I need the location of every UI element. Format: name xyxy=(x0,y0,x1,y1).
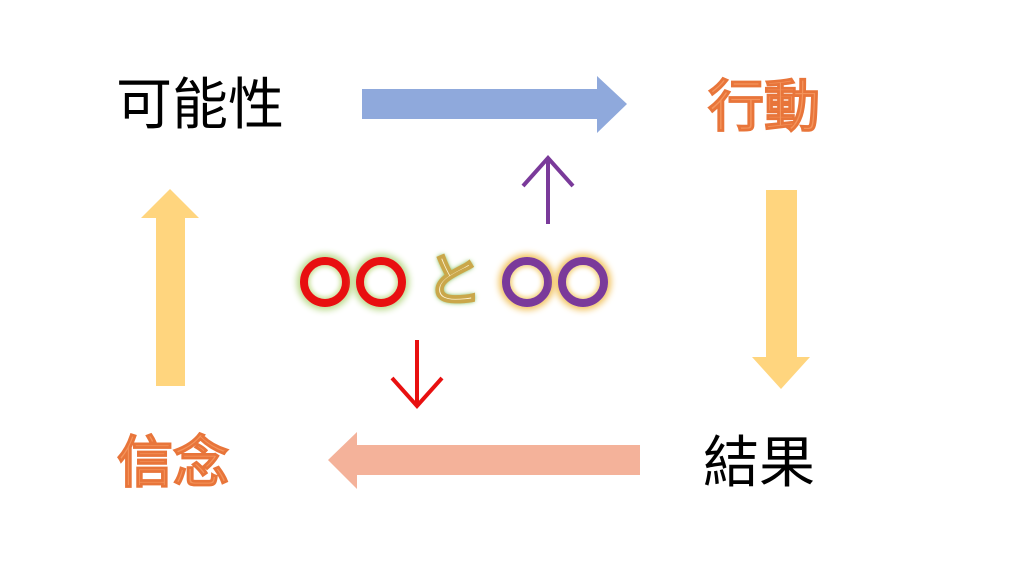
purple-circle-icon xyxy=(502,257,552,307)
node-kodo: 行動 xyxy=(708,75,821,140)
center-phrase: と xyxy=(300,249,608,314)
arrow-down-kodo-to-kekka xyxy=(752,190,810,389)
thin-down-arrow xyxy=(390,340,444,410)
center-connector: と xyxy=(425,249,483,314)
red-circle-icon xyxy=(300,257,350,307)
left-circle-pair xyxy=(300,257,406,307)
node-kekka: 結果 xyxy=(703,431,815,496)
arrow-up-shinnen-to-kanosei xyxy=(141,189,199,386)
node-kanosei: 可能性 xyxy=(116,73,284,138)
right-circle-pair xyxy=(502,257,608,307)
arrow-right-kanosei-to-kodo xyxy=(362,76,627,133)
node-shinnen: 信念 xyxy=(117,431,230,496)
purple-circle-icon xyxy=(558,257,608,307)
red-circle-icon xyxy=(356,257,406,307)
thin-up-arrow xyxy=(521,154,575,224)
arrow-left-kekka-to-shinnen xyxy=(328,432,640,489)
